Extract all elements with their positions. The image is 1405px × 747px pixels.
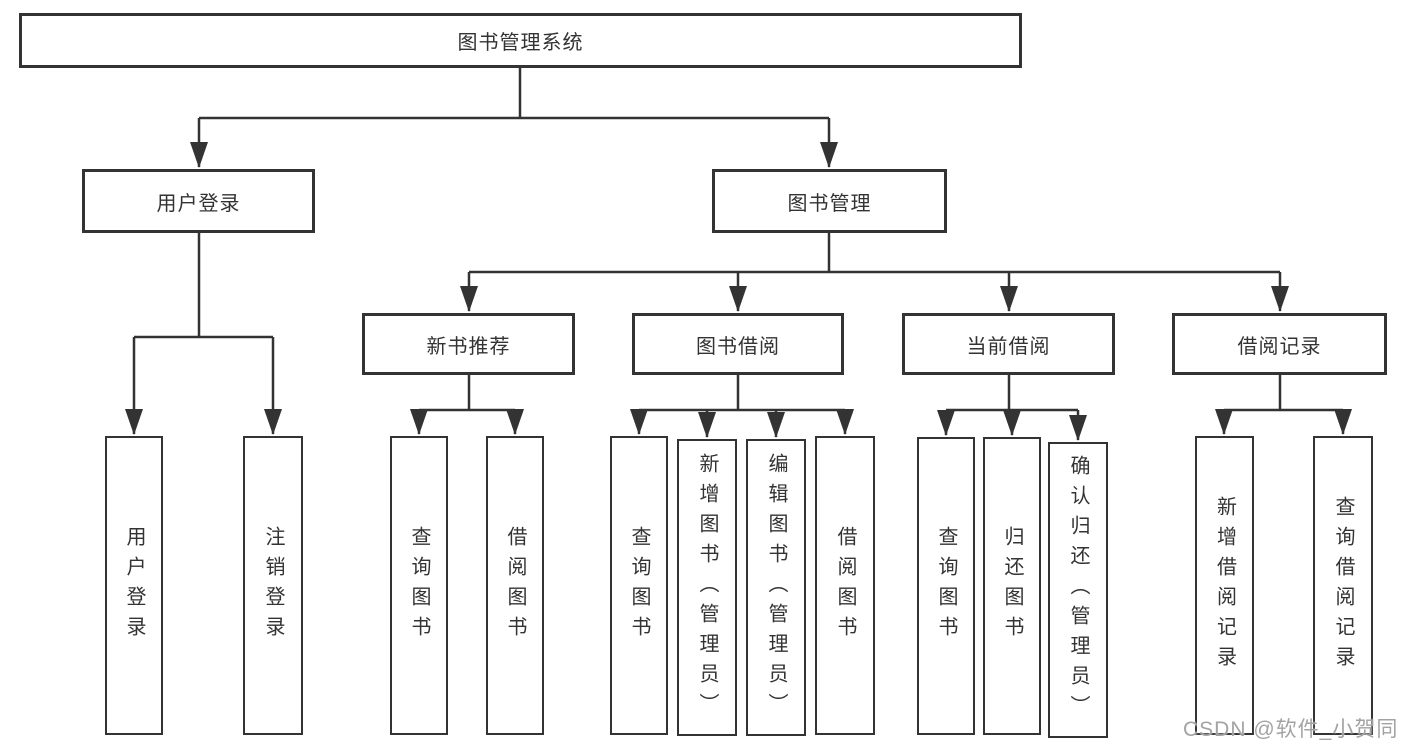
node-current-borrowing: 当前借阅 — [902, 313, 1115, 375]
leaf-return-book: 归还图书 — [983, 437, 1041, 735]
leaf-confirm-return-admin-label: 确认归还（管理员） — [1067, 455, 1089, 725]
leaf-query-books-recommend-label: 查询图书 — [408, 525, 430, 646]
book-borrowing-connector — [630, 375, 854, 438]
node-root-label: 图书管理系统 — [457, 32, 584, 54]
node-current-borrowing-label: 当前借阅 — [966, 335, 1051, 358]
node-user-login: 用户登录 — [82, 169, 315, 233]
leaf-query-borrow-record: 查询借阅记录 — [1313, 436, 1373, 735]
node-user-login-label: 用户登录 — [156, 192, 241, 215]
leaf-query-borrow-record-label: 查询借阅记录 — [1332, 495, 1354, 676]
node-new-book-recommend: 新书推荐 — [362, 313, 575, 375]
leaf-return-book-label: 归还图书 — [1001, 526, 1023, 646]
node-book-borrowing-label: 图书借阅 — [696, 335, 780, 358]
watermark-csdn: CSDN @软件_小贺同学 — [1183, 718, 1399, 741]
leaf-add-borrow-record: 新增借阅记录 — [1195, 436, 1254, 735]
borrow-records-connector — [1215, 375, 1352, 435]
node-book-management: 图书管理 — [712, 169, 947, 233]
leaf-query-books-current-label: 查询图书 — [935, 526, 957, 646]
leaf-edit-book-admin: 编辑图书（管理员） — [746, 439, 806, 736]
node-borrow-records-label: 借阅记录 — [1237, 335, 1322, 358]
leaf-add-borrow-record-label: 新增借阅记录 — [1213, 495, 1236, 676]
user-login-connector — [125, 233, 282, 435]
current-borrowing-connector — [937, 375, 1087, 441]
book-management-connector — [460, 233, 1289, 312]
leaf-borrow-books-recommend-label: 借阅图书 — [504, 525, 526, 646]
new-book-recommend-connector — [410, 375, 524, 435]
leaf-logout-label: 注销登录 — [262, 525, 284, 646]
leaf-query-books-recommend: 查询图书 — [390, 436, 448, 735]
leaf-borrow-books-label: 借阅图书 — [834, 525, 856, 646]
node-root: 图书管理系统 — [19, 13, 1022, 68]
node-borrow-records: 借阅记录 — [1172, 313, 1387, 375]
leaf-user-login: 用户登录 — [105, 436, 163, 735]
leaf-query-books-current: 查询图书 — [917, 437, 975, 735]
leaf-confirm-return-admin: 确认归还（管理员） — [1048, 442, 1108, 738]
leaf-edit-book-admin-label: 编辑图书（管理员） — [765, 452, 787, 723]
leaf-user-login-label: 用户登录 — [123, 525, 145, 646]
leaf-borrow-books-recommend: 借阅图书 — [486, 436, 544, 735]
leaf-add-book-admin-label: 新增图书（管理员） — [696, 452, 718, 723]
node-new-book-recommend-label: 新书推荐 — [426, 335, 511, 358]
leaf-borrow-books: 借阅图书 — [815, 436, 875, 735]
leaf-query-books-borrowing: 查询图书 — [610, 436, 668, 735]
leaf-logout: 注销登录 — [243, 436, 303, 735]
leaf-add-book-admin: 新增图书（管理员） — [677, 439, 737, 736]
node-book-borrowing: 图书借阅 — [632, 313, 844, 375]
node-book-management-label: 图书管理 — [787, 192, 872, 215]
leaf-query-books-borrowing-label: 查询图书 — [628, 525, 650, 646]
root-connector — [190, 68, 838, 168]
